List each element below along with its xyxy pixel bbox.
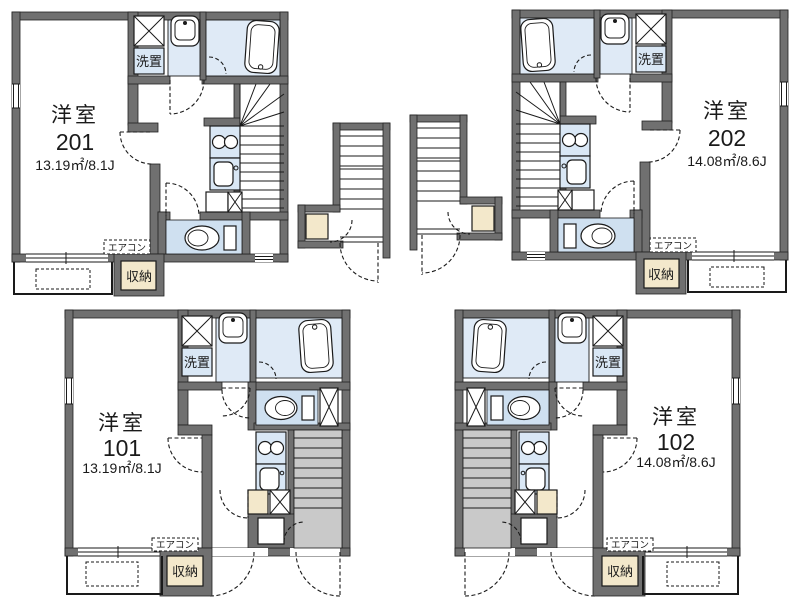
- unit-102-labels: 洋室 102 14.08㎡/8.6J 洗置 収納 エアコン: [595, 355, 716, 579]
- unit-number-label: 201: [56, 129, 94, 155]
- room-type-label: 洋室: [652, 406, 700, 429]
- aircon-label: エアコン: [156, 540, 194, 551]
- storage-label: 収納: [172, 564, 198, 579]
- room-type-label: 洋室: [703, 100, 751, 123]
- stair-hall-left: [297, 122, 391, 284]
- area-label: 13.19㎡/8.1J: [82, 460, 161, 476]
- washer-space-label: 洗置: [136, 54, 162, 69]
- aircon-label: エアコン: [611, 540, 649, 551]
- unit-number-label: 202: [708, 125, 746, 151]
- area-label: 14.08㎡/8.6J: [687, 153, 766, 169]
- washer-space-label: 洗置: [638, 52, 664, 67]
- room-type-label: 洋室: [98, 412, 146, 435]
- unit-202-labels: 洋室 202 14.08㎡/8.6J 洗置 収納 エアコン: [638, 52, 767, 282]
- aircon-label: エアコン: [654, 241, 692, 252]
- washer-space-label: 洗置: [184, 355, 210, 370]
- aircon-label: エアコン: [108, 243, 146, 254]
- storage-label: 収納: [126, 269, 152, 284]
- unit-201-labels: 洋室 201 13.19㎡/8.1J 洗置 収納 エアコン: [35, 54, 162, 284]
- area-label: 13.19㎡/8.1J: [35, 157, 114, 173]
- room-type-label: 洋室: [51, 104, 99, 127]
- unit-102-footprint: [454, 309, 741, 597]
- unit-number-label: 102: [657, 429, 695, 455]
- area-label: 14.08㎡/8.6J: [636, 454, 715, 470]
- washer-space-label: 洗置: [595, 355, 621, 370]
- unit-number-label: 101: [103, 435, 141, 461]
- storage-label: 収納: [607, 564, 633, 579]
- storage-label: 収納: [648, 267, 674, 282]
- stair-hall-right: [409, 114, 503, 276]
- unit-101-labels: 洋室 101 13.19㎡/8.1J 洗置 収納 エアコン: [82, 355, 210, 579]
